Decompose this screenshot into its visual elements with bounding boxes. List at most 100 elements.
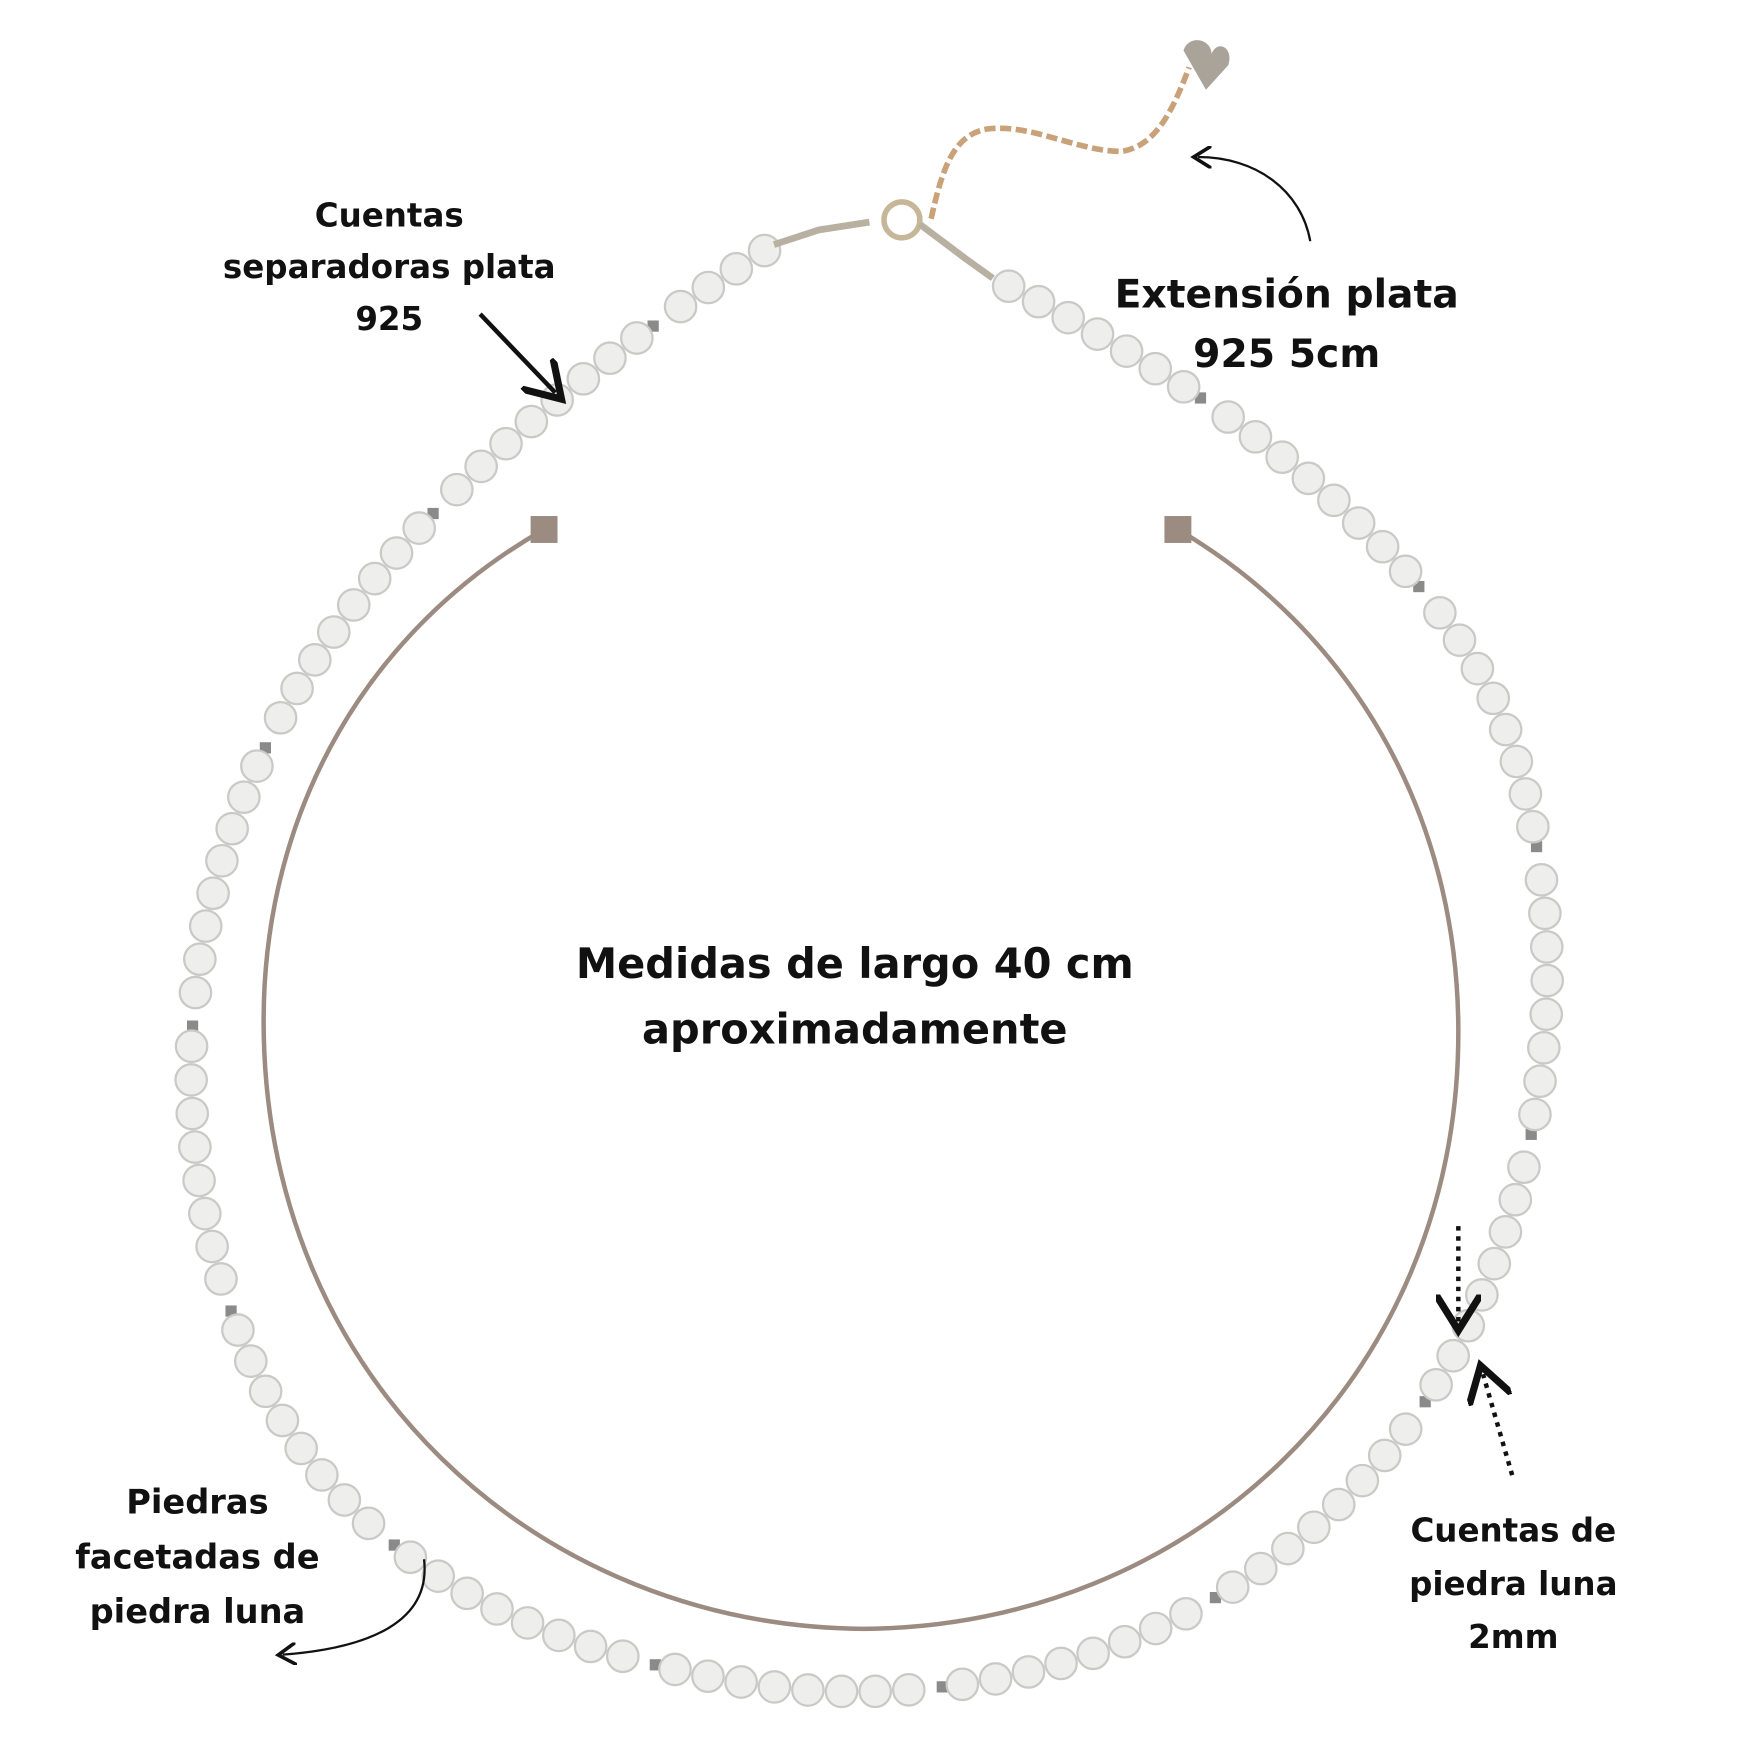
moonstone-bead bbox=[188, 909, 223, 943]
label-line: Extensión plata bbox=[1115, 272, 1459, 317]
moonstone-bead bbox=[1297, 1510, 1331, 1545]
moonstone-bead bbox=[1238, 419, 1273, 454]
silver-spacer-bead bbox=[259, 742, 272, 754]
moonstone-bead bbox=[1508, 777, 1543, 811]
spacer-arrow-icon bbox=[478, 312, 555, 393]
moonstone-bead bbox=[297, 643, 332, 677]
moonstone-bead bbox=[1341, 506, 1376, 540]
moonstone-bead bbox=[240, 749, 274, 783]
moonstone-bead bbox=[540, 383, 574, 417]
moonstone-bead bbox=[464, 449, 498, 484]
silver-spacer-bead bbox=[649, 1659, 661, 1671]
moonstone-bead bbox=[1388, 554, 1423, 589]
label-moonstone-beads: Cuentas de piedra luna 2mm bbox=[1409, 1511, 1617, 1656]
heart-charm-icon bbox=[1183, 40, 1230, 90]
moonstone-bead bbox=[1291, 461, 1326, 496]
label-line: Cuentas de bbox=[1410, 1511, 1616, 1549]
moonstone-bead bbox=[183, 942, 217, 977]
moonstone-bead bbox=[351, 1506, 386, 1541]
moonstone-bead bbox=[747, 233, 782, 268]
moonstone-bead bbox=[357, 561, 392, 596]
moonstone-bead bbox=[263, 700, 298, 735]
moonstone-bead bbox=[824, 1674, 859, 1709]
moonstone-bead bbox=[791, 1673, 825, 1707]
moonstone-bead bbox=[221, 1313, 255, 1347]
label-faceted-stones: Piedras facetadas de piedra luna bbox=[75, 1482, 319, 1631]
bead-strand bbox=[174, 233, 1565, 1709]
moonstone-bead bbox=[1507, 1150, 1541, 1185]
moonstone-bead bbox=[1169, 1596, 1203, 1631]
silver-spacer-bead bbox=[1530, 840, 1543, 853]
moonstone-bead bbox=[1488, 1215, 1523, 1249]
moonstone-bead bbox=[175, 1096, 210, 1131]
arc-end-cap-right bbox=[1164, 516, 1192, 543]
moonstone-bead bbox=[1529, 930, 1564, 964]
moonstone-bead bbox=[1488, 712, 1523, 747]
moonstone-bead bbox=[510, 1606, 545, 1640]
label-line: 925 5cm bbox=[1193, 332, 1380, 377]
moonstone-bead bbox=[480, 1592, 514, 1626]
moonstone-bead bbox=[1345, 1463, 1380, 1498]
moonstone-bead bbox=[566, 362, 601, 396]
moonstone-bead bbox=[691, 1659, 725, 1694]
label-line: piedra luna bbox=[1409, 1565, 1617, 1603]
clasp-and-extension-chain bbox=[772, 40, 1230, 281]
label-extension: Extensión plata 925 5cm bbox=[1115, 272, 1459, 376]
moonstone-bead bbox=[1044, 1646, 1078, 1681]
moonstone-bead bbox=[945, 1667, 980, 1702]
moonstone-bead bbox=[205, 843, 239, 878]
label-line: Piedras bbox=[126, 1482, 268, 1521]
spring-ring-clasp bbox=[881, 199, 923, 241]
moonstone-bead bbox=[719, 252, 754, 286]
moonstone-bead bbox=[1477, 1246, 1512, 1281]
arc-end-cap-left bbox=[530, 516, 558, 543]
moonstone-bead bbox=[1051, 300, 1086, 335]
moonstone-bead bbox=[204, 1262, 238, 1296]
moonstone-bead bbox=[1271, 1531, 1305, 1566]
label-line: separadoras plata bbox=[223, 248, 556, 286]
length-measure-arc bbox=[261, 516, 1461, 1632]
bead-dotted-arrow-up-icon bbox=[1483, 1374, 1515, 1476]
moonstone-bead bbox=[724, 1665, 758, 1699]
label-line: 2mm bbox=[1468, 1618, 1558, 1656]
label-line: facetadas de bbox=[75, 1537, 319, 1576]
moonstone-bead bbox=[174, 1029, 209, 1064]
silver-spacer-bead bbox=[388, 1539, 400, 1551]
moonstone-bead bbox=[1011, 1655, 1046, 1689]
moonstone-bead bbox=[421, 1559, 456, 1593]
silver-spacer-bead bbox=[225, 1305, 237, 1317]
moonstone-bead bbox=[1138, 351, 1173, 386]
moonstone-bead bbox=[1465, 1278, 1499, 1312]
moonstone-bead bbox=[1107, 1624, 1142, 1659]
moonstone-bead bbox=[316, 615, 351, 649]
moonstone-bead bbox=[1365, 529, 1400, 564]
moonstone-bead bbox=[1436, 1338, 1470, 1373]
moonstone-bead bbox=[1388, 1412, 1423, 1446]
extension-arrow-icon bbox=[1198, 157, 1312, 242]
moonstone-bead bbox=[327, 1483, 362, 1517]
moonstone-bead bbox=[1498, 1182, 1533, 1217]
moonstone-bead bbox=[1518, 1097, 1552, 1132]
moonstone-bead bbox=[178, 975, 213, 1010]
label-line: Medidas de largo 40 cm bbox=[576, 939, 1134, 988]
faceted-stones-arrow-icon bbox=[283, 1559, 426, 1654]
moonstone-bead bbox=[284, 1431, 319, 1466]
moonstone-bead bbox=[1523, 1064, 1557, 1099]
moonstone-bead bbox=[891, 1673, 926, 1707]
moonstone-bead bbox=[1215, 1570, 1250, 1604]
moonstone-bead bbox=[1321, 1487, 1356, 1522]
moonstone-bead bbox=[233, 1344, 268, 1378]
moonstone-bead bbox=[1460, 651, 1495, 686]
moonstone-bead bbox=[1138, 1611, 1173, 1646]
moonstone-bead bbox=[1451, 1308, 1486, 1343]
moonstone-bead bbox=[1528, 896, 1562, 931]
moonstone-bead bbox=[265, 1403, 300, 1438]
moonstone-bead bbox=[514, 404, 549, 439]
moonstone-bead bbox=[1243, 1551, 1278, 1586]
moonstone-bead bbox=[1442, 623, 1477, 657]
moonstone-bead bbox=[1211, 400, 1246, 434]
silver-spacer-bead bbox=[1525, 1128, 1537, 1140]
moonstone-bead bbox=[1524, 863, 1559, 897]
